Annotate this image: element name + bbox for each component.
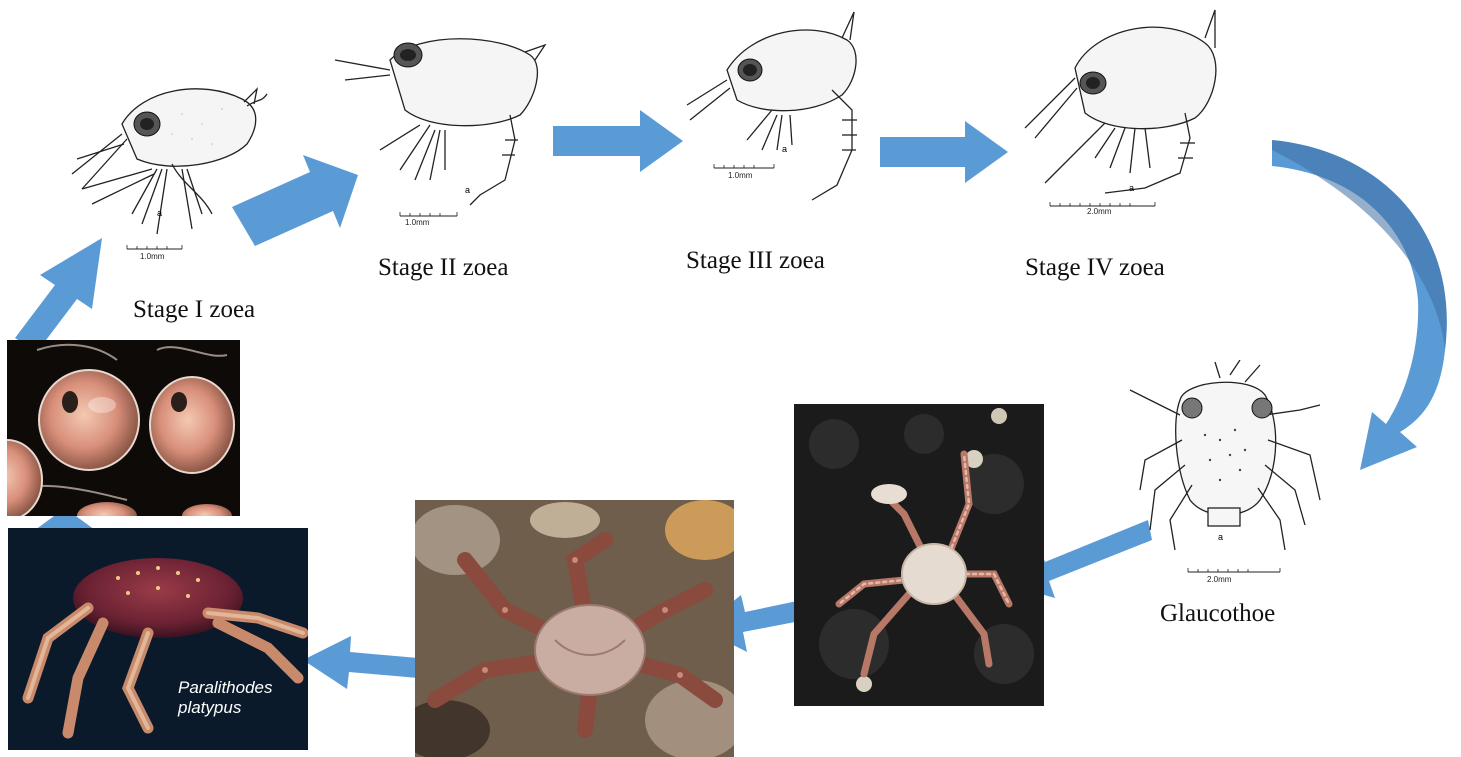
zoea1-scale-label: 1.0mm — [140, 252, 164, 261]
zoea3-illustration: a — [682, 10, 882, 205]
adult-caption: Paralithodes platypus — [178, 678, 273, 718]
zoea2-letter: a — [465, 185, 470, 195]
adult-caption-line2: platypus — [178, 698, 273, 718]
glaucothoe-scale-label: 2.0mm — [1207, 575, 1231, 584]
zoea3-letter: a — [782, 144, 787, 154]
glaucothoe-right-eye — [1252, 398, 1272, 418]
eggs-photo — [7, 340, 240, 516]
zoea4-scale-label: 2.0mm — [1087, 207, 1111, 216]
zoea3-label: Stage III zoea — [686, 247, 825, 275]
arrow-juvenile2-to-adult — [303, 636, 418, 689]
zoea2-label: Stage II zoea — [378, 254, 508, 282]
zoea3-scale-label: 1.0mm — [728, 171, 752, 180]
zoea1-label: Stage I zoea — [133, 296, 255, 324]
glaucothoe-left-eye — [1182, 398, 1202, 418]
adult-crab-photo: Paralithodes platypus — [8, 528, 308, 750]
juvenile2-carapace — [535, 605, 645, 695]
juvenile1-carapace — [902, 544, 966, 604]
adult-caption-line1: Paralithodes — [178, 678, 273, 698]
zoea2-scale-label: 1.0mm — [405, 218, 429, 227]
juvenile-crab-photo-2 — [415, 500, 734, 757]
zoea4-letter: a — [1129, 183, 1134, 193]
zoea4-illustration: a — [1015, 8, 1255, 218]
zoea4-label: Stage IV zoea — [1025, 254, 1165, 282]
glaucothoe-letter: a — [1218, 532, 1223, 542]
zoea1-illustration: a — [62, 64, 272, 268]
juvenile1-claw — [871, 484, 907, 504]
egg-1 — [39, 370, 139, 470]
egg-2 — [150, 377, 234, 473]
juvenile-crab-photo-1 — [794, 404, 1044, 706]
zoea2-illustration: a — [330, 30, 575, 225]
egg-3 — [7, 440, 42, 516]
glaucothoe-label: Glaucothoe — [1160, 600, 1275, 628]
glaucothoe-illustration: a — [1120, 360, 1342, 588]
zoea1-letter: a — [157, 208, 162, 218]
arrow-zoea3-to-zoea4 — [880, 121, 1008, 183]
